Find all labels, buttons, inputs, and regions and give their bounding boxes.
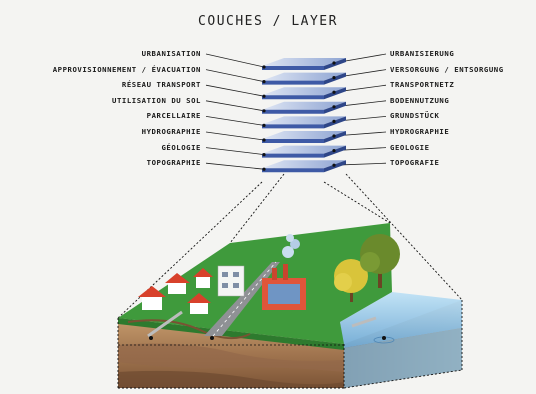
leader-line-left [205,84,265,97]
layer-stack [262,58,346,173]
landscape-block [118,223,462,388]
layer-label-fr: GÉOLOGIE [161,142,201,152]
layer-label-fr: URBANISATION [141,49,201,58]
leader-dot [332,90,336,94]
leader-dot [332,134,336,138]
layer-label-fr: RÉSEAU TRANSPORT [121,80,201,90]
leader-line-left [205,69,265,82]
layer-label-fr: HYDROGRAPHIE [141,127,201,136]
leader-line-left [205,53,265,68]
drain-pipe [351,316,377,328]
apartment-block [217,265,245,297]
leader-dot [262,94,266,98]
lake-surface [340,292,462,348]
layer-plate [262,116,346,129]
leader-line-left [205,131,265,141]
leader-dot [262,80,266,84]
leader-dot [262,138,266,142]
leader-line-left [205,147,265,155]
strata-band [118,370,344,388]
factory [262,234,306,310]
lake-side [344,328,462,388]
leader-line-left [205,162,265,170]
leader-dot [262,65,266,69]
layer-label-fr: PARCELLAIRE [146,111,201,121]
strata-band [118,343,344,372]
layer-label-de: TRANSPORTNETZ [390,80,455,90]
layer-label-de: GRUNDSTÜCK [390,111,440,121]
leader-dot [332,163,336,167]
leader-dot [332,149,336,153]
layer-label-de: TOPOGRAFIE [390,158,440,168]
layer-label-fr: UTILISATION DU SOL [112,95,201,105]
diagram-title: COUCHES / LAYER [198,14,338,29]
block-outline [117,300,463,389]
supply-pipe [147,310,183,338]
soil-crack [127,319,251,340]
leader-dot [262,167,266,171]
layer-label-fr: APPROVISIONNEMENT / ÉVACUATION [52,64,201,74]
layer-label-de: HYDROGRAPHIE [390,127,450,136]
layer-label-fr: TOPOGRAPHIE [146,158,201,168]
trees [334,234,400,302]
layer-label-de: BODENNUTZUNG [390,95,450,105]
layer-label-de: URBANISIERUNG [390,49,455,58]
grass-edge [118,318,344,350]
layer-plate [262,72,346,85]
leader-dot [262,109,266,113]
leader-dot [262,123,266,127]
leader-dot [332,119,336,123]
leader-line-left [205,100,265,112]
leader-dot [332,76,336,80]
house-group [138,268,213,314]
layer-label-de: GEOLOGIE [390,142,430,152]
leader-line-left [205,116,265,126]
leader-dot [332,61,336,65]
layer-plate [262,101,346,114]
layer-plate [262,131,346,143]
leader-dot [262,153,266,157]
layer-label-de: VERSORGUNG / ENTSORGUNG [390,64,504,74]
leader-dot [332,105,336,109]
road [204,262,280,336]
